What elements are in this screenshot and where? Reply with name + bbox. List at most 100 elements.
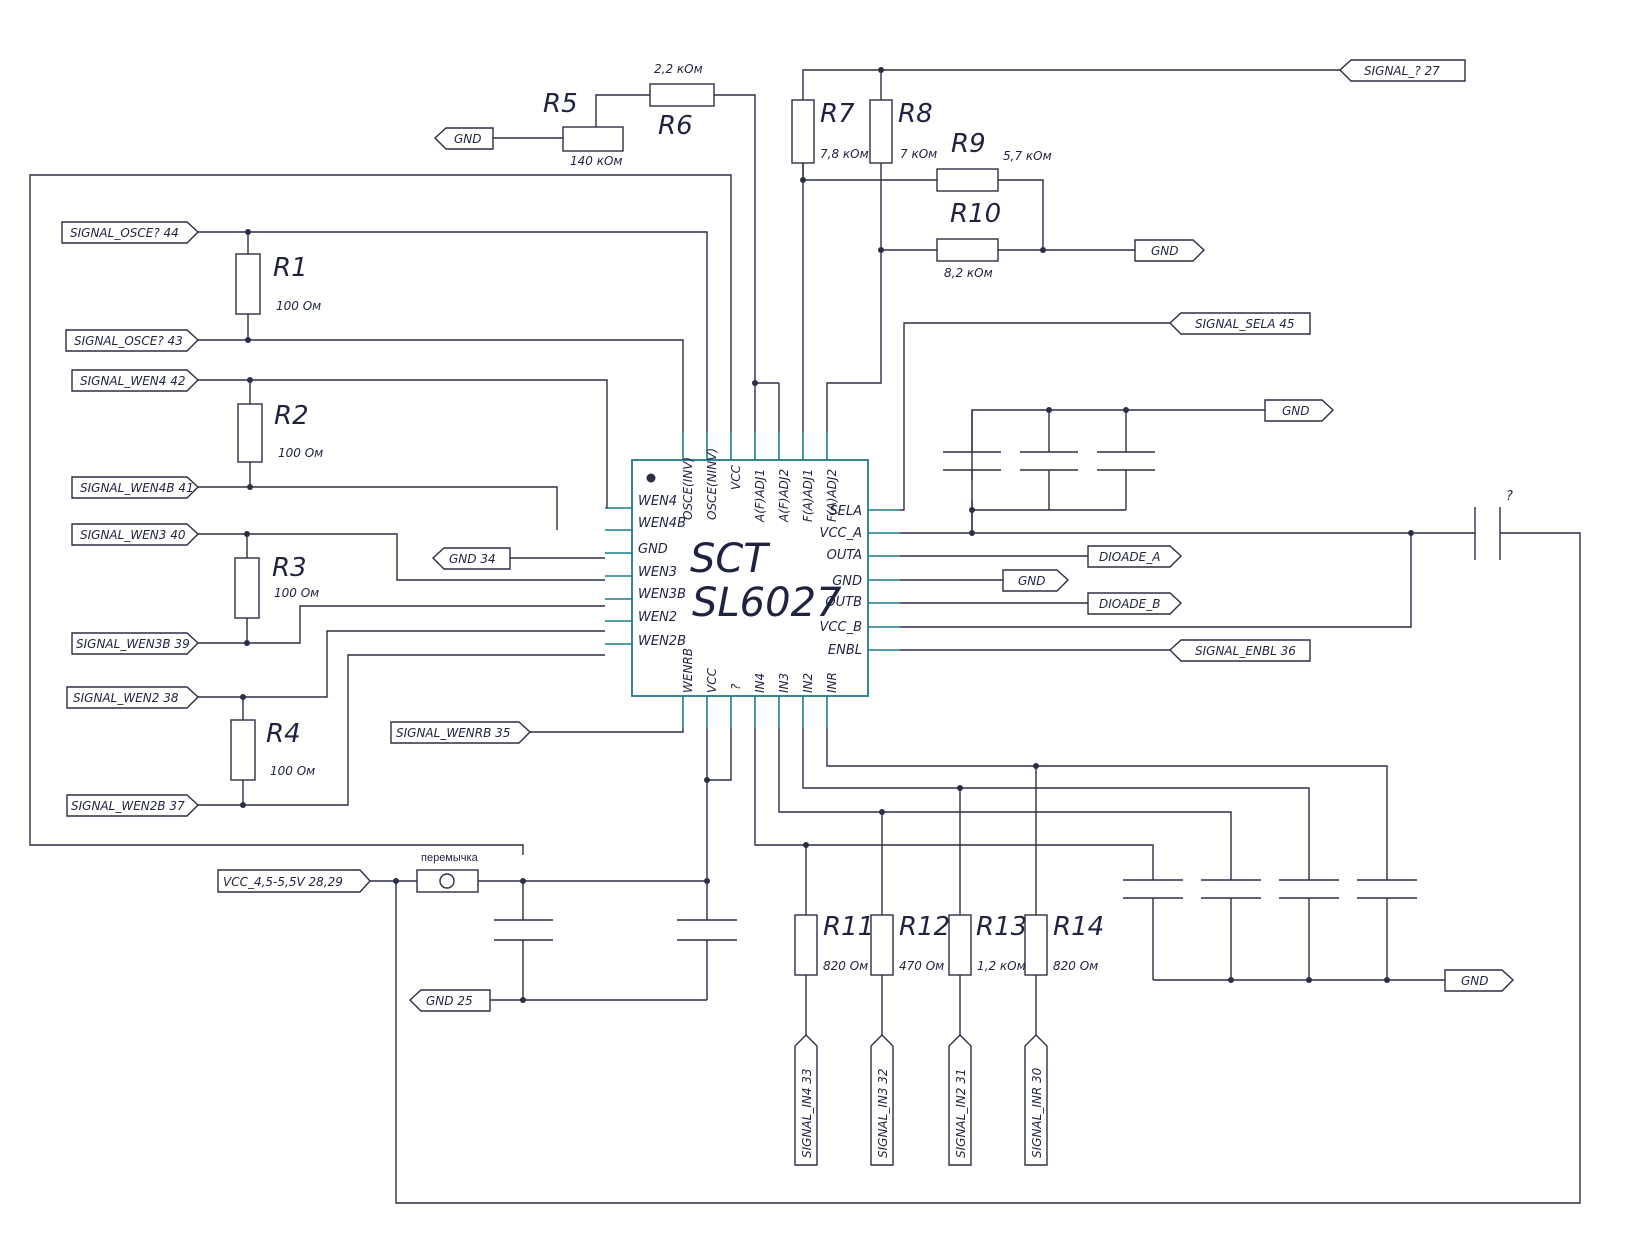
resistor-value: 470 Ом	[899, 959, 944, 973]
resistor-r9: R9 5,7 кОм	[936, 129, 1052, 192]
pin-label-faadj2: F(A)ADJ2	[825, 469, 839, 522]
resistor-value: 100 Ом	[278, 446, 323, 460]
capacitor	[1020, 451, 1078, 471]
resistor-r6: R6 2,2 кОм	[649, 62, 715, 141]
port-signal-inr: SIGNAL_INR 30	[1024, 1034, 1048, 1166]
capacitor	[943, 451, 1001, 471]
pin-label-wen3b: WEN3B	[638, 587, 686, 602]
resistor-value: 100 Ом	[276, 299, 321, 313]
pin-label-in3: IN3	[777, 673, 791, 693]
pins-right: SELA VCC_A OUTA GND OUTB VCC_B ENBL	[820, 504, 900, 658]
port-label: SIGNAL_WENRB 35	[396, 726, 510, 740]
port-signal-in2: SIGNAL_IN2 31	[948, 1034, 972, 1166]
resistor-r2: R2 100 Ом	[237, 401, 323, 463]
capacitor	[1201, 879, 1261, 899]
resistor-ref: R10	[950, 199, 1001, 229]
resistor-value: 140 кОм	[570, 154, 622, 168]
port-gnd-r10: GND	[1134, 239, 1206, 262]
resistor-r10: R10 8,2 кОм	[936, 199, 1001, 280]
port-signal-wen2: SIGNAL_WEN2 38	[66, 686, 200, 709]
pin-label-in2: IN2	[801, 673, 815, 693]
resistor-value: 100 Ом	[274, 586, 319, 600]
port-label: GND 25	[426, 994, 473, 1008]
port-signal-wen2b: SIGNAL_WEN2B 37	[66, 794, 200, 817]
pin-label-in4: IN4	[753, 673, 767, 693]
port-diode-a: DIOADE_A	[1087, 545, 1183, 568]
ports: SIGNAL_OSCE? 44 SIGNAL_OSCE? 43 SIGNAL_W…	[61, 59, 1515, 1166]
port-gnd-r5: GND	[433, 127, 494, 150]
pin-label-wen3: WEN3	[638, 565, 677, 580]
port-label: DIOADE_B	[1099, 597, 1161, 611]
resistor-ref: R3	[272, 553, 307, 583]
ic-body	[631, 459, 869, 697]
resistor-ref: R5	[543, 89, 578, 119]
port-label: SIGNAL_IN3 32	[876, 1068, 890, 1158]
junctions	[240, 67, 1414, 1003]
pin-label-inr: INR	[825, 672, 839, 693]
resistor-value: 1,2 кОм	[977, 959, 1026, 973]
resistor-ref: R1	[273, 253, 308, 283]
port-label: SIGNAL_WEN4B 41	[80, 481, 194, 495]
port-signal-wen4: SIGNAL_WEN4 42	[71, 369, 200, 392]
capacitor	[1279, 879, 1339, 899]
resistor-r4: R4 100 Ом	[230, 719, 315, 781]
ic-sl6027: SCT SL6027 WEN4 WEN4B GND WEN3 WEN3B WEN…	[605, 432, 900, 728]
resistor-r14: R14 820 Ом	[1024, 912, 1104, 976]
port-vcc: VCC_4,5-5,5V 28,29	[217, 869, 371, 893]
port-label: GND	[1151, 244, 1179, 258]
port-signal-27: SIGNAL_? 27	[1338, 59, 1466, 82]
port-label: SIGNAL_SELA 45	[1195, 317, 1295, 331]
pin-label-faadj1: F(A)ADJ1	[801, 469, 815, 522]
capacitor	[1123, 879, 1183, 899]
resistor-ref: R7	[820, 99, 855, 129]
resistor-value: 5,7 кОм	[1003, 149, 1052, 163]
resistor-value: 100 Ом	[270, 764, 315, 778]
port-label: VCC_4,5-5,5V 28,29	[223, 875, 343, 889]
pins-bottom: WENRB VCC ? IN4 IN3 IN2 INR	[681, 648, 839, 728]
pin-label-wen2: WEN2	[638, 610, 677, 625]
resistor-r12: R12 470 Ом	[870, 912, 950, 976]
port-label: SIGNAL_WEN4 42	[80, 374, 185, 388]
port-label: GND	[1018, 574, 1046, 588]
pin-label-wen4: WEN4	[638, 494, 677, 509]
resistor-value: 820 Ом	[1053, 959, 1098, 973]
resistor-r13: R13 1,2 кОм	[948, 912, 1027, 976]
port-gnd-34: GND 34	[431, 547, 511, 570]
pin-label-outa: OUTA	[827, 548, 862, 563]
port-label: SIGNAL_WEN2 38	[73, 691, 179, 705]
pins-left: WEN4 WEN4B GND WEN3 WEN3B WEN2 WEN2B	[605, 494, 686, 649]
resistor-value: 820 Ом	[823, 959, 868, 973]
port-signal-enbl: SIGNAL_ENBL 36	[1168, 639, 1311, 662]
port-signal-in3: SIGNAL_IN3 32	[870, 1034, 894, 1166]
capacitor	[1357, 879, 1417, 899]
pin-label-enbl: ENBL	[828, 643, 862, 658]
port-label: SIGNAL_IN4 33	[800, 1068, 814, 1158]
resistor-value: 7 кОм	[900, 147, 937, 161]
capacitors: ?	[494, 451, 1513, 941]
port-label: SIGNAL_OSCE? 43	[74, 334, 183, 348]
port-gnd-caps-top: GND	[1264, 399, 1335, 422]
pin-label-sela: SELA	[829, 504, 862, 519]
capacitor	[677, 919, 737, 941]
chip-title-2: SL6027	[692, 580, 842, 626]
pin-label-vcc-top: VCC	[729, 464, 743, 490]
resistor-value: 2,2 кОм	[654, 62, 703, 76]
pin-label-wen4b: WEN4B	[638, 516, 686, 531]
pin-label-vcc-a: VCC_A	[820, 526, 862, 541]
port-signal-wen3: SIGNAL_WEN3 40	[71, 523, 200, 546]
resistor-r8: R8 7 кОм	[869, 99, 937, 164]
resistors: R1 100 Ом R2 100 Ом R3 100 Ом R4 100 Ом …	[230, 62, 1104, 976]
port-label: SIGNAL_WEN3 40	[80, 528, 186, 542]
port-gnd-25: GND 25	[408, 989, 491, 1012]
pin-label-wenrb: WENRB	[681, 648, 695, 693]
pin-label-osce-inv: OSCE(INV)	[681, 457, 695, 520]
resistor-r1: R1 100 Ом	[235, 253, 321, 315]
pin-label-wen2b: WEN2B	[638, 634, 686, 649]
resistor-ref: R13	[976, 912, 1027, 942]
capacitor-unknown-label: ?	[1506, 489, 1513, 504]
port-signal-wen4b: SIGNAL_WEN4B 41	[71, 476, 200, 499]
resistor-value: 7,8 кОм	[820, 147, 869, 161]
resistor-r5: R5 140 кОм	[543, 89, 624, 168]
port-signal-osce-44: SIGNAL_OSCE? 44	[61, 221, 200, 244]
